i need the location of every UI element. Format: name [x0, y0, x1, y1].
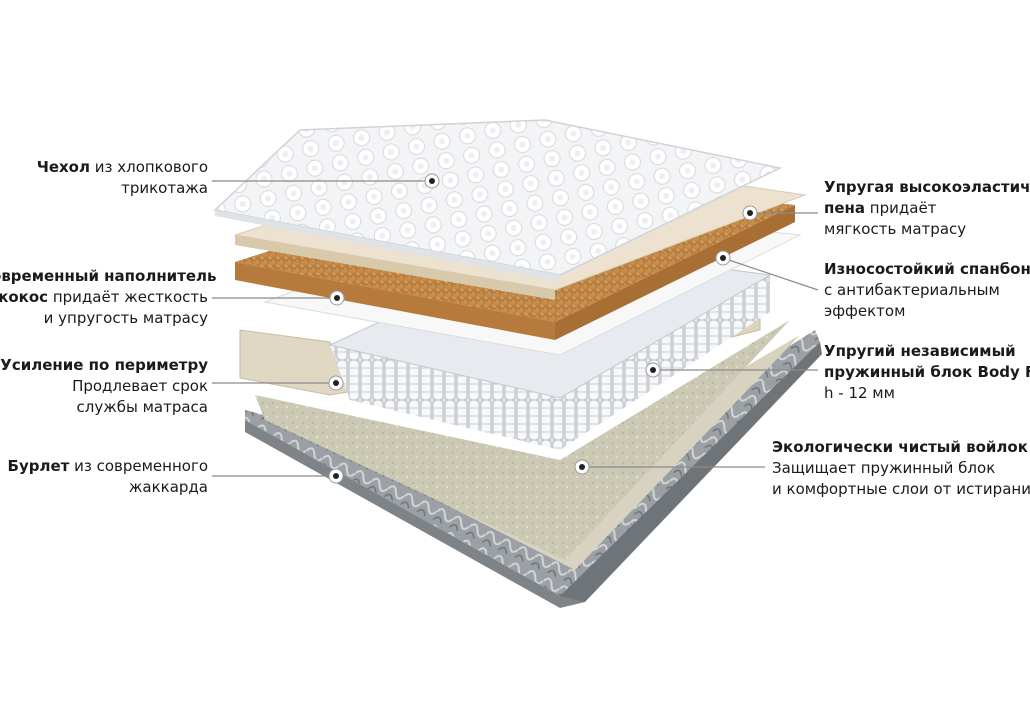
label-cover: Чехол из хлопкового трикотажа — [36, 158, 208, 197]
marker-dot-center-coir — [334, 295, 340, 301]
leader-line-spunbond — [722, 257, 819, 291]
leader-lines — [212, 173, 819, 484]
label-spunbond: Износостойкий спанбонд с антибактериальн… — [824, 260, 1030, 320]
label-perimeter: Усиление по периметру Продлевает срок сл… — [0, 356, 208, 416]
marker-dot-center-felt — [579, 464, 585, 470]
marker-dot-center-cover — [429, 178, 435, 184]
felt-layer — [255, 320, 790, 560]
marker-dot-center-perimeter — [333, 380, 339, 386]
label-coir: Современный наполнитель кокос придаёт же… — [0, 267, 217, 327]
marker-dot-center-border — [333, 473, 339, 479]
label-border: Бурлет из современного жаккарда — [7, 457, 208, 496]
marker-dot-center-springs — [650, 367, 656, 373]
marker-dot-center-spunbond — [720, 255, 726, 261]
label-felt: Экологически чистый войлок Защищает пруж… — [772, 438, 1030, 498]
label-springs: Упругий независимый пружинный блок Body … — [824, 342, 1030, 402]
marker-dot-center-foam — [747, 210, 753, 216]
label-foam: Упругая высокоэластичная пена придаёт мя… — [824, 178, 1030, 238]
cover-layer — [213, 119, 783, 282]
